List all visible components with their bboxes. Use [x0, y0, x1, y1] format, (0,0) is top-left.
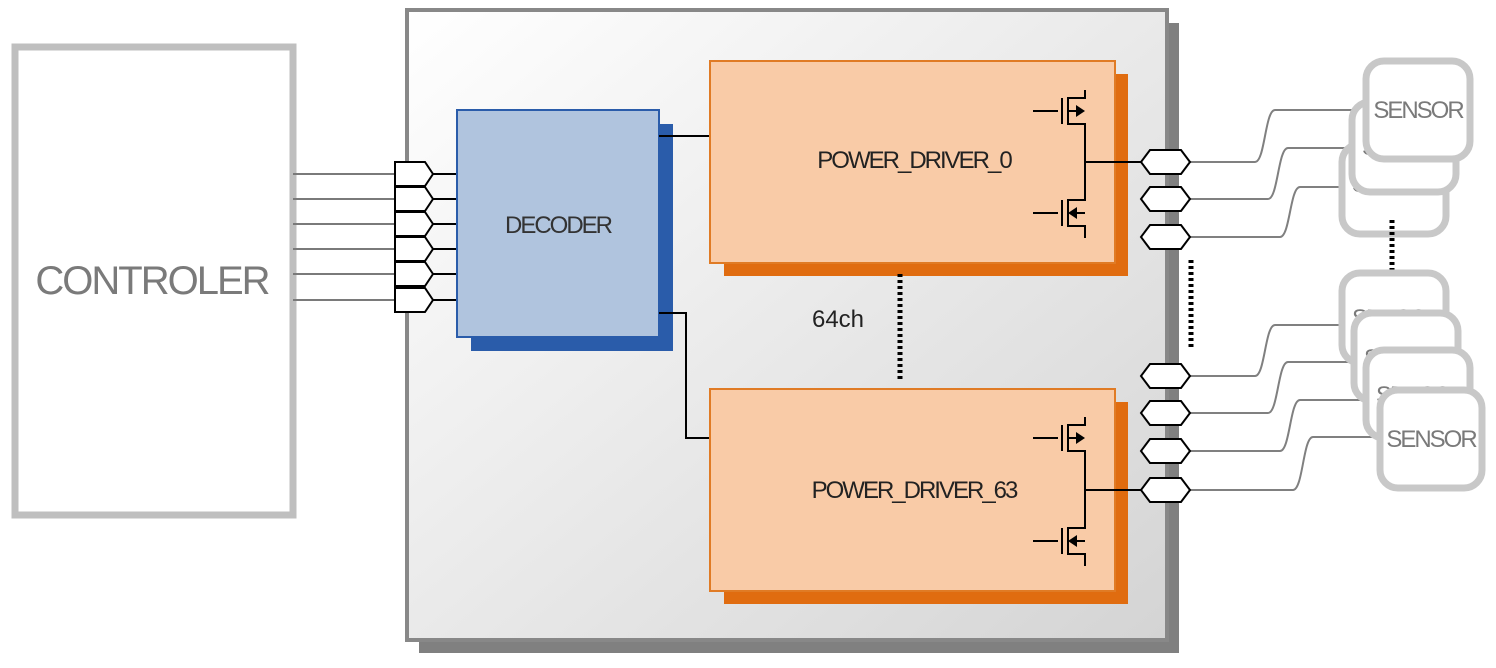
- driver-top-arrows: [1068, 105, 1085, 219]
- driver-bottom-label: POWER_DRIVER_63: [812, 477, 1018, 504]
- sensor-card-bottom-1: [1376, 386, 1486, 492]
- sensor-card-bottom-1-label: SENSOR: [1386, 426, 1477, 453]
- controller-bus-wires: [293, 173, 395, 301]
- controller-block: [11, 43, 297, 519]
- decoder-block: [456, 109, 660, 338]
- sensor-card-top-1-label: SENSOR: [1373, 97, 1464, 124]
- port-to-decoder-wires: [433, 173, 457, 301]
- input-ports: [394, 161, 435, 313]
- driver-bottom-arrows: [1068, 432, 1085, 547]
- output-ports: [1139, 149, 1192, 503]
- driver-top-block: [709, 60, 1116, 264]
- sensor-card-top-1: [1362, 57, 1474, 163]
- driver-top-label: POWER_DRIVER_0: [817, 147, 1012, 174]
- decoder-label: DECODER: [505, 212, 613, 239]
- sensor-stack-top: SENSOR SENSOR SENSOR: [1338, 57, 1474, 238]
- sensor-wires: [1190, 109, 1384, 491]
- driver-bottom-block: [709, 388, 1116, 592]
- channel-label: 64ch: [812, 306, 864, 333]
- decoder-to-driver-wires: [659, 135, 710, 439]
- sensor-stack-bottom: SENSOR SENSOR SENSOR SENSOR: [1338, 269, 1486, 492]
- controller-label: CONTROLER: [35, 259, 269, 303]
